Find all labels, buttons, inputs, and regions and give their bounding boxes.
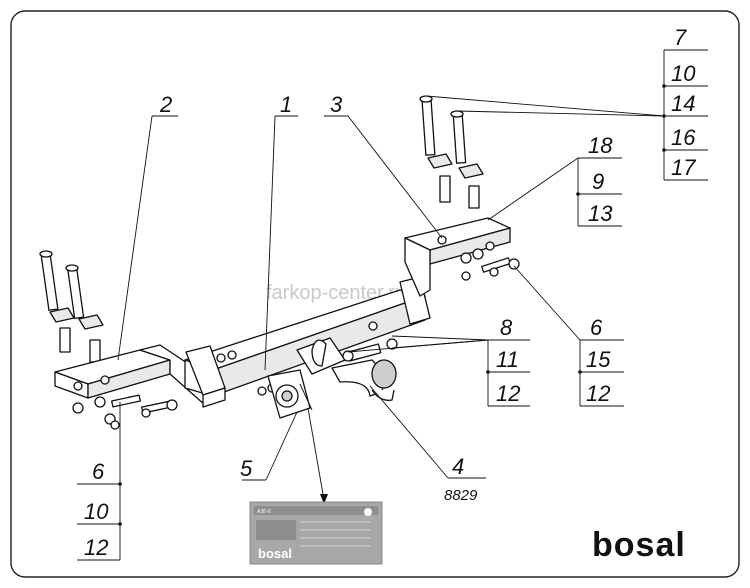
callout-center-right-2: 11 — [496, 347, 519, 372]
callout-left-bottom-3: 12 — [84, 535, 108, 560]
callout-top-right-2: 10 — [671, 61, 696, 86]
plate-brand: bosal — [258, 546, 292, 561]
left-bracket-assembly — [39, 250, 206, 430]
socket-plate — [267, 369, 313, 419]
callout-left-bottom-1: 6 — [92, 459, 105, 484]
callout-1: 1 — [280, 92, 292, 117]
callout-2: 2 — [159, 92, 172, 117]
callout-right-upper-1: 18 — [588, 133, 613, 158]
callout-labels: 1 2 3 4 5 8829 6 10 12 7 10 14 16 17 18 … — [84, 25, 696, 560]
callout-right-middle-3: 12 — [586, 381, 610, 406]
callout-top-right-1: 7 — [674, 25, 687, 50]
drawing-number: 8829 — [444, 487, 478, 504]
leader-lines — [77, 49, 708, 561]
drawing-border — [10, 10, 740, 578]
callout-3: 3 — [330, 92, 343, 117]
callout-5: 5 — [240, 456, 253, 481]
bosal-logo: bosal — [592, 526, 686, 564]
plate-model-code: A36-X — [257, 509, 272, 515]
callout-right-middle-2: 15 — [586, 347, 611, 372]
callout-right-middle-1: 6 — [590, 315, 603, 340]
callout-4: 4 — [452, 454, 464, 479]
callout-right-upper-3: 13 — [588, 201, 613, 226]
callout-top-right-5: 17 — [671, 155, 696, 180]
callout-center-right-1: 8 — [500, 315, 513, 340]
callout-top-right-4: 16 — [671, 125, 696, 150]
watermark: farkop-center.ru — [266, 282, 406, 304]
callout-left-bottom-2: 10 — [84, 499, 109, 524]
towball — [311, 338, 398, 401]
right-bracket-assembly — [404, 95, 520, 297]
id-plate: A36-X bosal — [249, 501, 383, 565]
callout-top-right-3: 14 — [671, 91, 695, 116]
callout-right-upper-2: 9 — [592, 169, 604, 194]
callout-center-right-3: 12 — [496, 381, 520, 406]
